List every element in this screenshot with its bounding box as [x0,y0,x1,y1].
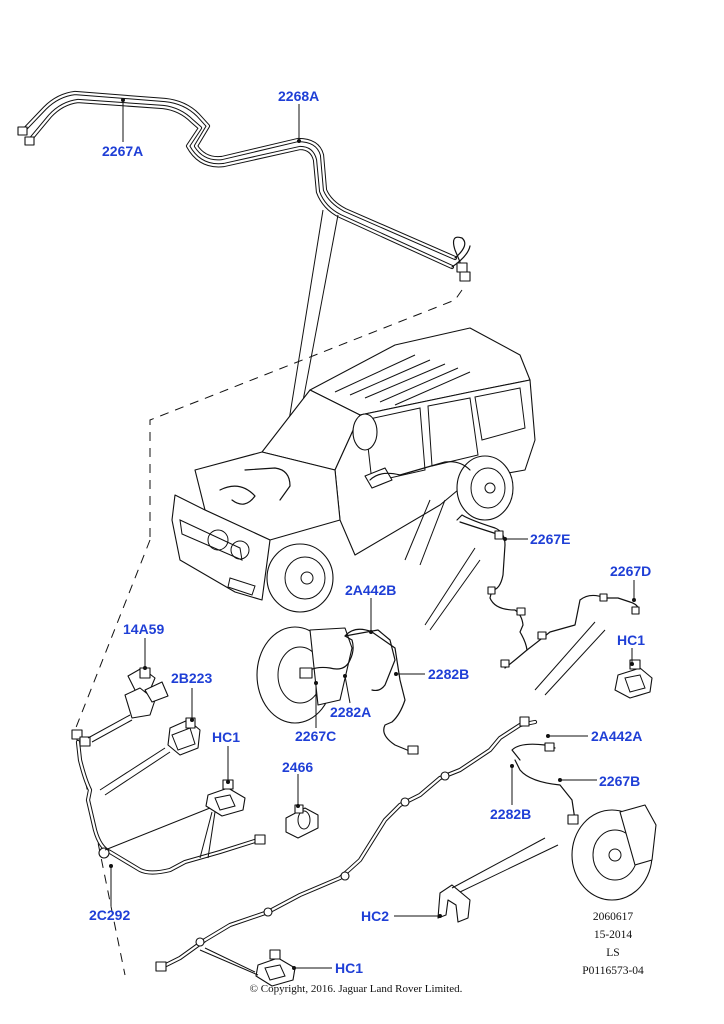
union-2466 [285,804,319,839]
ref-line-4: P0116573-04 [582,965,644,977]
reference-block: 2060617 15-2014 LS P0116573-04 [582,911,644,977]
pipe-end-fitting [17,126,28,136]
pipe-end-fitting [456,262,468,273]
label-2267D: 2267D [610,563,651,579]
hose-clip-hc1-right [614,659,653,699]
label-2A442B: 2A442B [345,582,396,598]
label-2267A: 2267A [102,143,143,159]
label-2C292: 2C292 [89,907,130,923]
t-connector-14A59 [124,667,169,719]
pipe-end-fitting [459,271,471,282]
label-2267C: 2267C [295,728,336,744]
label-HC2: HC2 [361,908,389,924]
rear-brake-pipe-assembly [17,90,471,282]
ref-line-2: 15-2014 [594,929,633,941]
vehicle-illustration [171,327,536,613]
ref-line-1: 2060617 [593,911,634,923]
hose-clip-hc2 [437,884,471,923]
label-HC1-right: HC1 [617,632,645,648]
front-brake-assembly [256,626,419,755]
label-2267E: 2267E [530,531,570,547]
main-brake-pipe-2C292 [71,716,538,972]
label-14A59: 14A59 [123,621,164,637]
label-2268A: 2268A [278,88,319,104]
label-2267B: 2267B [599,773,640,789]
label-2466: 2466 [282,759,313,775]
part-labels: 2267A 2268A 2267E 2267D HC1 2A442B 2282B… [89,88,651,976]
copyright-notice: © Copyright, 2016. Jaguar Land Rover Lim… [250,983,463,995]
label-2B223: 2B223 [171,670,212,686]
component-2B223 [167,717,201,756]
label-HC1-bottom: HC1 [335,960,363,976]
label-2A442A: 2A442A [591,728,642,744]
pipe-end-fitting [24,136,35,146]
callout-boundary [74,539,151,976]
label-HC1-left: HC1 [212,729,240,745]
label-2282B-top: 2282B [428,666,469,682]
rear-brake-assembly [511,742,657,901]
label-2282A: 2282A [330,704,371,720]
ref-line-3: LS [606,947,619,959]
label-2282B-bottom: 2282B [490,806,531,822]
hose-clip-hc1-left [205,779,246,817]
hose-clip-hc1-bottom [255,949,296,987]
sensor-harness-2267E [456,514,640,669]
